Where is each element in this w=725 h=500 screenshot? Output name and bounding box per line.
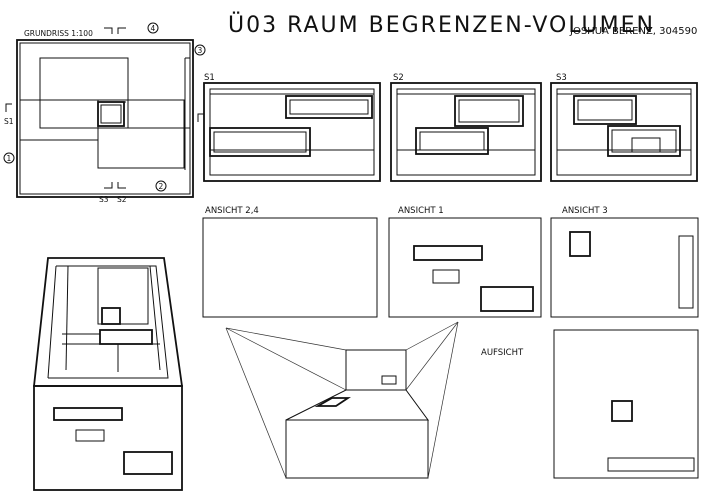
section-s3: S3 (550, 73, 698, 182)
section-s3-label: S3 (556, 73, 567, 83)
author-label: JOSHUA BERENZ, 304590 (569, 26, 697, 37)
plan-volume-lower (97, 99, 185, 169)
marker-2: 2 (159, 182, 164, 191)
plan-label: GRUNDRISS 1:100 (24, 29, 93, 38)
elevation-1-label: ANSICHT 1 (398, 206, 444, 216)
axonometric-view (32, 257, 184, 491)
marker-3: 3 (198, 46, 203, 55)
elevation-1: ANSICHT 1 (388, 206, 542, 318)
elevation-3-label: ANSICHT 3 (562, 206, 608, 216)
floor-plan: GRUNDRISS 1:100 4 3 1 2 S3 S2 S1 (3, 22, 206, 204)
top-view: AUFSICHT (481, 329, 699, 479)
plan-volume-upper (39, 57, 129, 129)
section-s2-label: S2 (393, 73, 404, 83)
elevation-2-4-label: ANSICHT 2,4 (205, 206, 259, 216)
marker-4: 4 (151, 24, 156, 33)
perspective-view (225, 321, 459, 479)
cut-arrows-bottom (104, 182, 126, 189)
cut-label-s3: S3 (99, 195, 109, 204)
elevation-2-4: ANSICHT 2,4 (202, 206, 378, 318)
section-s2: S2 (390, 73, 542, 182)
section-s1: S1 (203, 73, 381, 182)
elevation-3: ANSICHT 3 (550, 206, 699, 318)
plan-opening (97, 101, 125, 127)
cut-arrow-s1-right (197, 113, 204, 122)
plan-outer-wall (16, 39, 194, 198)
marker-1: 1 (7, 154, 12, 163)
cut-label-s2: S2 (117, 195, 127, 204)
cut-arrow-s1-left (5, 103, 12, 112)
sheet-title: Ü03 RAUM BEGRENZEN-VOLUMEN (228, 12, 655, 38)
cut-label-s1: S1 (4, 117, 14, 126)
section-s1-label: S1 (204, 73, 215, 83)
cut-arrows-top (104, 27, 126, 34)
top-view-label: AUFSICHT (481, 348, 524, 358)
